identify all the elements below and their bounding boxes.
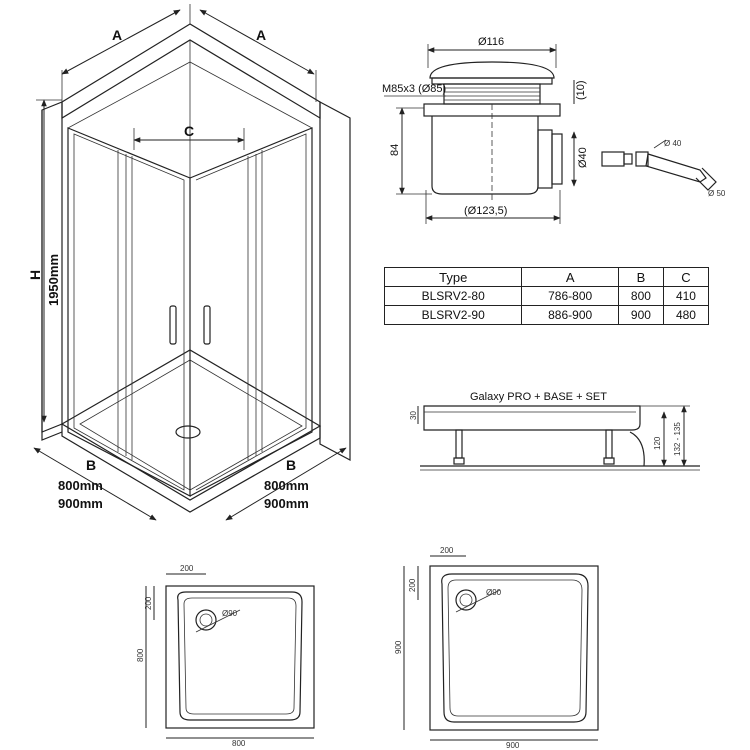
tray-800-drain [195, 609, 217, 631]
waste-trap-drawing: Ø116 M85x3 (Ø85) 84 (10) Ø40 (Ø123, [382, 36, 726, 224]
tray-900-plan: Ø90 200 200 900 900 [394, 546, 599, 750]
label-h: H [27, 270, 43, 280]
spec-header-b: B [617, 267, 664, 287]
spec-cell: 886-900 [521, 305, 619, 325]
dim-b-right [225, 447, 347, 521]
tray-front [61, 424, 321, 513]
waste-outlet [537, 129, 553, 189]
label-b-left: B [86, 457, 96, 473]
tray-900-drain [455, 589, 477, 611]
spec-cell: 410 [662, 286, 710, 306]
leg-right [605, 429, 613, 459]
side-30: 30 [409, 411, 418, 420]
spec-cell: 800 [617, 286, 664, 306]
outlet-pipe-drawing: Ø 40 Ø 50 [601, 139, 726, 198]
table-row: BLSRV2-80 786-800 800 410 [383, 286, 710, 306]
spec-header-c: C [662, 267, 710, 287]
right-wall [319, 101, 351, 461]
dim-a-right [199, 9, 315, 75]
height-value: 1950mm [46, 254, 61, 306]
size-800-right: 800mm [264, 478, 309, 493]
label-b-right: B [286, 457, 296, 473]
tray-800-depth: 800 [136, 648, 145, 662]
dim-a-left [61, 9, 181, 75]
pipe-d50: Ø 50 [708, 189, 726, 198]
label-a-right: A [256, 27, 266, 43]
waste-cap [429, 61, 555, 79]
spec-cell: 480 [662, 305, 710, 325]
dia-123: (Ø123,5) [464, 205, 507, 217]
left-door-frame [67, 127, 191, 497]
outlet-40: Ø40 [577, 147, 589, 168]
label-c: C [184, 123, 194, 139]
tray-900-offset-y: 200 [408, 578, 417, 592]
size-800-left: 800mm [58, 478, 103, 493]
spec-cell: 786-800 [521, 286, 619, 306]
tray-900-offset-x: 200 [440, 546, 454, 555]
top-rail [67, 61, 313, 129]
tray-800-width: 800 [232, 739, 246, 748]
wall-top-outline [61, 23, 321, 120]
leg-left [455, 429, 463, 459]
shower-enclosure-drawing: A A C H 1950mm B B 800mm 900mm 800mm 900… [27, 4, 351, 521]
height-84: 84 [389, 144, 401, 156]
tray-800-offset-y: 200 [144, 596, 153, 610]
right-handle [203, 305, 211, 345]
thread-spec: M85x3 (Ø85) [382, 83, 446, 95]
spec-cell: 900 [617, 305, 664, 325]
tray-900-inner [441, 573, 589, 723]
side-120: 120 [653, 436, 662, 450]
dia-116: Ø116 [478, 36, 504, 48]
waste-body [431, 116, 539, 195]
dim-b-left [33, 447, 157, 521]
size-900-left: 900mm [58, 496, 103, 511]
tray-drain [175, 425, 201, 439]
tray-profile [423, 405, 641, 431]
tray-800-inner [177, 591, 303, 721]
side-view-title: Galaxy PRO + BASE + SET [470, 391, 607, 403]
front-panel [629, 431, 645, 467]
spec-header-type: Type [383, 267, 523, 287]
height-10: (10) [575, 80, 587, 100]
right-door-glass [195, 133, 307, 491]
tray-inner [79, 359, 303, 491]
table-row: BLSRV2-90 886-900 900 480 [383, 305, 710, 325]
label-a-left: A [112, 27, 122, 43]
tray-side-view: Galaxy PRO + BASE + SET 30 120 132 - 135 [409, 391, 700, 471]
left-door-glass [73, 133, 185, 491]
tray-900-outline [429, 565, 599, 731]
tray-800-plan: Ø90 200 200 800 800 [136, 564, 315, 748]
spec-table: Type A B C BLSRV2-80 786-800 800 410 BLS… [383, 267, 710, 325]
left-handle [169, 305, 177, 345]
spec-cell: BLSRV2-90 [383, 305, 523, 325]
tray-800-drain-label: Ø90 [222, 609, 238, 618]
tray-900-width: 900 [506, 741, 520, 750]
spec-header-row: Type A B C [383, 267, 710, 287]
tray-800-outline [165, 585, 315, 729]
tray-900-depth: 900 [394, 640, 403, 654]
tray-800-offset-x: 200 [180, 564, 194, 573]
side-range: 132 - 135 [673, 422, 682, 456]
tray-900-drain-label: Ø90 [486, 588, 502, 597]
spec-cell: BLSRV2-80 [383, 286, 523, 306]
size-900-right: 900mm [264, 496, 309, 511]
waste-thread [443, 83, 541, 105]
pipe-d40: Ø 40 [664, 139, 682, 148]
spec-header-a: A [521, 267, 619, 287]
